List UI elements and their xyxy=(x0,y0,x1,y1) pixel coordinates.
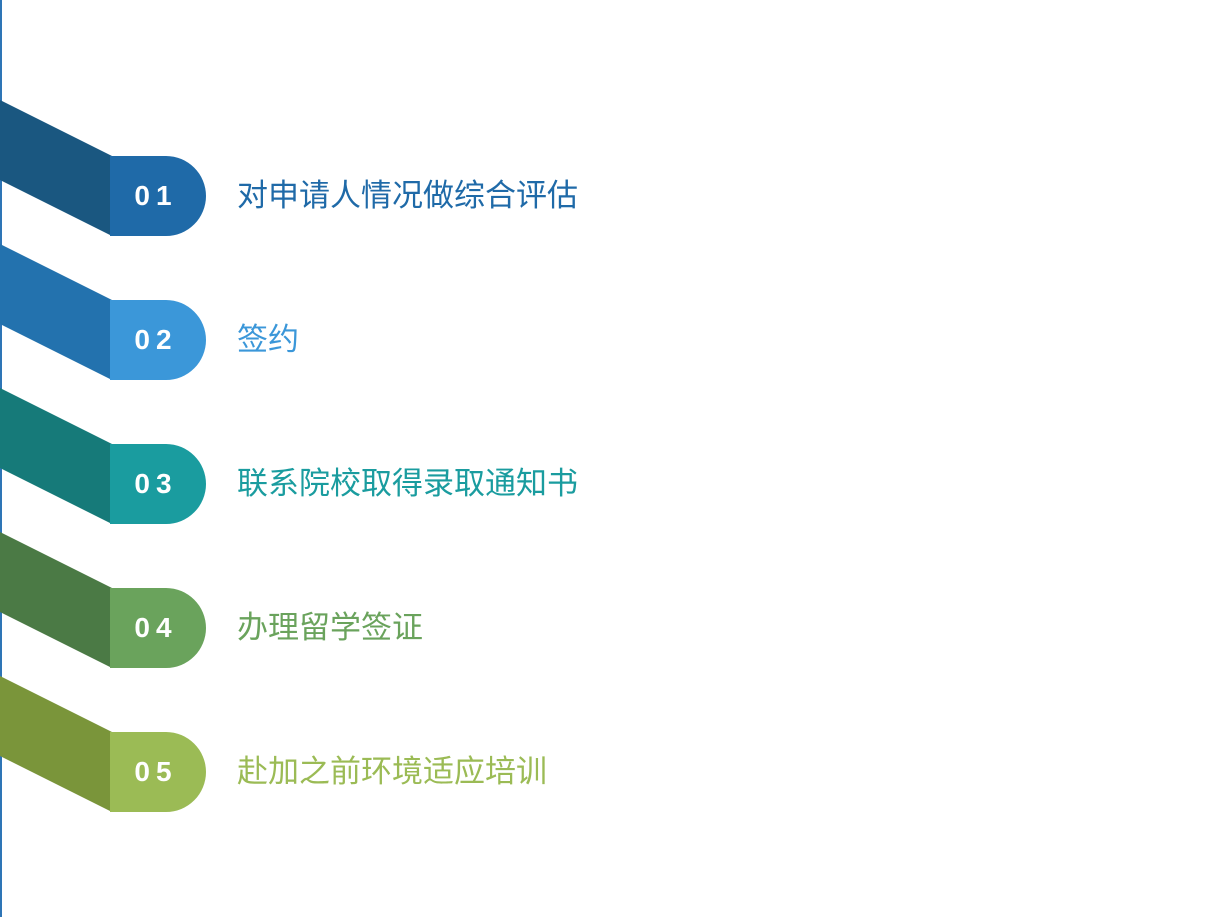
step-1-tab xyxy=(110,156,206,236)
step-2-tab xyxy=(110,300,206,380)
step-4-number: 04 xyxy=(134,612,178,643)
step-1-label: 对申请人情况做综合评估 xyxy=(237,178,578,214)
step-2-number: 02 xyxy=(134,324,178,355)
step-4: 04 办理留学签证 xyxy=(0,532,700,672)
step-5-ribbon xyxy=(0,676,112,812)
step-2-ribbon-shape xyxy=(0,244,112,380)
step-2-ribbon xyxy=(0,244,112,380)
step-3-number: 03 xyxy=(134,468,178,499)
step-5: 05 赴加之前环境适应培训 xyxy=(0,676,700,816)
step-5-label: 赴加之前环境适应培训 xyxy=(237,754,547,790)
step-4-ribbon-shape xyxy=(0,532,112,668)
step-2-label: 签约 xyxy=(237,322,299,358)
step-1-ribbon-shape xyxy=(0,100,112,236)
step-5-number: 05 xyxy=(134,756,178,787)
step-3: 03 联系院校取得录取通知书 xyxy=(0,388,700,528)
step-3-ribbon xyxy=(0,388,112,524)
step-1-number: 01 xyxy=(134,180,178,211)
step-3-label: 联系院校取得录取通知书 xyxy=(237,466,578,502)
step-4-ribbon xyxy=(0,532,112,668)
step-3-ribbon-shape xyxy=(0,388,112,524)
step-5-ribbon-shape xyxy=(0,676,112,812)
step-3-tab xyxy=(110,444,206,524)
step-4-tab xyxy=(110,588,206,668)
step-1: 01 对申请人情况做综合评估 xyxy=(0,100,700,240)
step-5-tab xyxy=(110,732,206,812)
step-2: 02 签约 xyxy=(0,244,700,384)
step-4-label: 办理留学签证 xyxy=(237,610,423,646)
step-1-ribbon xyxy=(0,100,112,236)
